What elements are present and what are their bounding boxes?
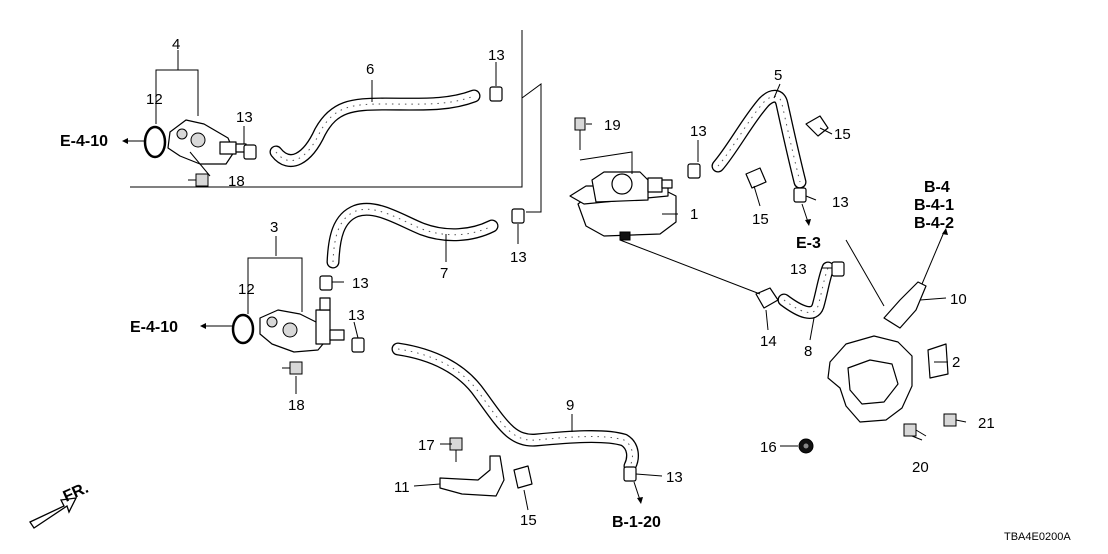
assembly-leader-1: [521, 83, 542, 213]
callout-5: 5: [774, 67, 782, 84]
ref-e-3[interactable]: E-3: [796, 235, 821, 252]
callout-16: 16: [760, 439, 777, 456]
callout-13: 13: [790, 261, 807, 278]
bolt-19: [574, 117, 586, 150]
callout-13: 13: [510, 249, 527, 266]
diagram-code: TBA4E0200A: [1004, 531, 1071, 543]
water-valve-upper: [143, 119, 247, 165]
callout-14: 14: [760, 333, 777, 350]
assembly-frame: [130, 30, 523, 188]
callout-2: 2: [952, 354, 960, 371]
callout-4: 4: [172, 36, 180, 53]
bolt-18-upper: [188, 173, 209, 187]
water-pump-assembly: [569, 151, 677, 241]
ref-b-4-1[interactable]: B-4-1: [914, 197, 954, 214]
hose-9: [391, 342, 639, 473]
callout-13: 13: [666, 469, 683, 486]
ref-b-4[interactable]: B-4: [924, 179, 950, 196]
callout-8: 8: [804, 343, 812, 360]
leader-lines: [155, 50, 948, 511]
hose-7: [326, 202, 499, 269]
callout-3: 3: [270, 219, 278, 236]
front-label: FR.: [61, 480, 91, 506]
bolt-18-lower: [282, 361, 303, 375]
ref-b-1-20[interactable]: B-1-20: [612, 514, 661, 531]
ref-e-4-10-top[interactable]: E-4-10: [60, 133, 108, 150]
ref-e-4-10-mid[interactable]: E-4-10: [130, 319, 178, 336]
bolt-17: [449, 437, 463, 462]
callout-9: 9: [566, 397, 574, 414]
callout-13: 13: [348, 307, 365, 324]
callout-17: 17: [418, 437, 435, 454]
callout-11: 11: [394, 479, 410, 496]
callout-13: 13: [832, 194, 849, 211]
callout-13: 13: [236, 109, 253, 126]
callout-18: 18: [228, 173, 245, 190]
nut-16: [798, 438, 814, 454]
callout-1: 1: [690, 206, 698, 223]
callout-15: 15: [520, 512, 537, 529]
bracket: [827, 239, 949, 423]
bracket-11: [439, 455, 505, 497]
reference-arrows: [29, 138, 948, 529]
ref-b-4-2[interactable]: B-4-2: [914, 215, 954, 232]
callout-13: 13: [690, 123, 707, 140]
water-valve-middle: [231, 297, 345, 353]
callout-21: 21: [978, 415, 995, 432]
callout-12: 12: [238, 281, 255, 298]
callout-7: 7: [440, 265, 448, 282]
callout-15: 15: [752, 211, 769, 228]
callout-19: 19: [604, 117, 621, 134]
clamp-15: [513, 115, 829, 489]
bolt-21: [943, 413, 967, 427]
callout-12: 12: [146, 91, 163, 108]
clamp-14: [755, 287, 779, 309]
callout-18: 18: [288, 397, 305, 414]
hose-8: [777, 261, 835, 319]
clamp-13: [243, 86, 845, 482]
bolt-20: [903, 423, 927, 437]
callout-15: 15: [834, 126, 851, 143]
callout-13: 13: [352, 275, 369, 292]
callout-10: 10: [950, 291, 967, 308]
callout-20: 20: [912, 459, 929, 476]
callout-6: 6: [366, 61, 374, 78]
hose-6: [269, 89, 481, 168]
callout-13: 13: [488, 47, 505, 64]
front-arrow-icon: [29, 497, 78, 529]
